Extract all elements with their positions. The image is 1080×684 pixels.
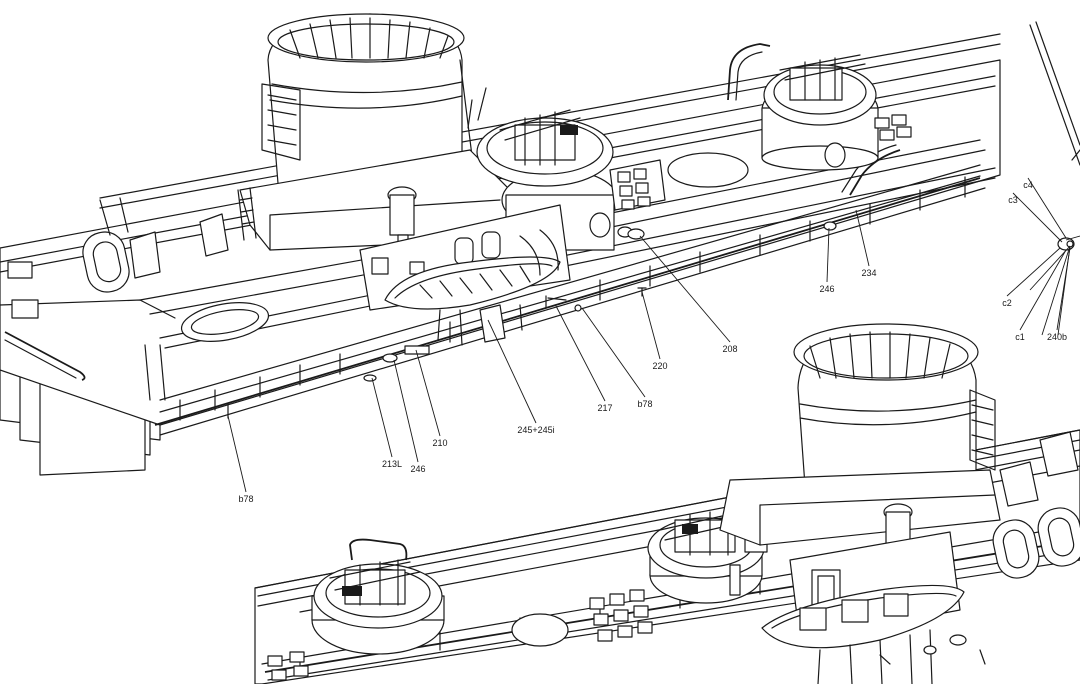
callout-leader-line bbox=[826, 227, 830, 283]
callout-label: b78 bbox=[637, 399, 652, 409]
callout-4: 240b bbox=[1047, 247, 1071, 342]
callout-leader-line bbox=[415, 349, 441, 437]
callout-leader-line bbox=[855, 209, 870, 267]
callout-leader-line bbox=[1027, 177, 1067, 239]
upper-ships-boat bbox=[384, 229, 561, 310]
callout-3: c1 bbox=[1015, 249, 1067, 342]
callout-label: 220 bbox=[652, 361, 667, 371]
callout-12: 210 bbox=[415, 349, 448, 448]
callout-leader-line bbox=[639, 235, 731, 343]
lower-ammo-lockers bbox=[589, 589, 653, 642]
upper-director bbox=[387, 186, 417, 256]
callout-label: b78 bbox=[238, 494, 253, 504]
callout-label: 234 bbox=[861, 268, 876, 278]
callout-0: c4 bbox=[1023, 177, 1067, 239]
upper-vent-pipe-left bbox=[4, 331, 86, 381]
callout-1: c3 bbox=[1008, 192, 1063, 243]
callout-leader-line bbox=[1056, 247, 1071, 331]
callout-9: b78 bbox=[581, 307, 653, 409]
lower-funnel bbox=[793, 323, 996, 502]
upper-railing bbox=[159, 164, 981, 421]
callout-label: c2 bbox=[1002, 298, 1012, 308]
callout-leader-line bbox=[371, 377, 393, 458]
callout-leader-line bbox=[641, 291, 661, 360]
callout-leader-line bbox=[1019, 249, 1067, 331]
callout-leader-line bbox=[555, 305, 606, 402]
callout-label: 240b bbox=[1047, 332, 1067, 342]
callout-leader-line bbox=[1012, 192, 1063, 243]
callout-label: 246 bbox=[410, 464, 425, 474]
lower-ships-boat bbox=[761, 584, 965, 684]
callout-6: 234 bbox=[855, 209, 877, 278]
callout-label: c1 bbox=[1015, 332, 1025, 342]
callout-leader-line bbox=[227, 415, 247, 493]
callout-label: 246 bbox=[819, 284, 834, 294]
callout-label: 213L bbox=[382, 459, 402, 469]
callout-label: c3 bbox=[1008, 195, 1018, 205]
callout-label: c4 bbox=[1023, 180, 1033, 190]
callout-leader-line bbox=[581, 307, 646, 398]
callout-5: 246 bbox=[819, 227, 835, 294]
callout-labels: c4 c3 c2 c1 240b 246 234 208 220 b78 217 245+245i 21… bbox=[227, 177, 1071, 504]
callout-7: 208 bbox=[639, 235, 738, 354]
lower-deck-oval bbox=[511, 613, 569, 647]
upper-gun-mount-aft bbox=[761, 54, 912, 171]
lower-gun-mount-forward bbox=[311, 538, 445, 655]
callout-15: b78 bbox=[227, 415, 254, 504]
callout-label: 210 bbox=[432, 438, 447, 448]
callout-label: 208 bbox=[722, 344, 737, 354]
callout-leader-line bbox=[487, 319, 537, 424]
upper-deck-oval-2 bbox=[667, 152, 749, 188]
callout-14: 246 bbox=[393, 359, 426, 474]
callout-leader-line bbox=[393, 359, 419, 463]
callout-label: 245+245i bbox=[517, 425, 554, 435]
callout-8: 220 bbox=[641, 291, 668, 371]
upper-ship-view bbox=[0, 13, 1001, 476]
callout-2: c2 bbox=[1002, 247, 1061, 308]
upper-vent-pipe-right bbox=[727, 43, 771, 101]
upper-ammo-lockers bbox=[609, 159, 666, 211]
callout-label: 217 bbox=[597, 403, 612, 413]
callout-10: 217 bbox=[555, 305, 613, 413]
lower-ship-view bbox=[254, 323, 1080, 684]
callout-leader-line bbox=[1006, 247, 1061, 297]
mast-rigging bbox=[1029, 21, 1080, 336]
callout-11: 245+245i bbox=[487, 319, 555, 435]
callout-13: 213L bbox=[371, 377, 402, 469]
